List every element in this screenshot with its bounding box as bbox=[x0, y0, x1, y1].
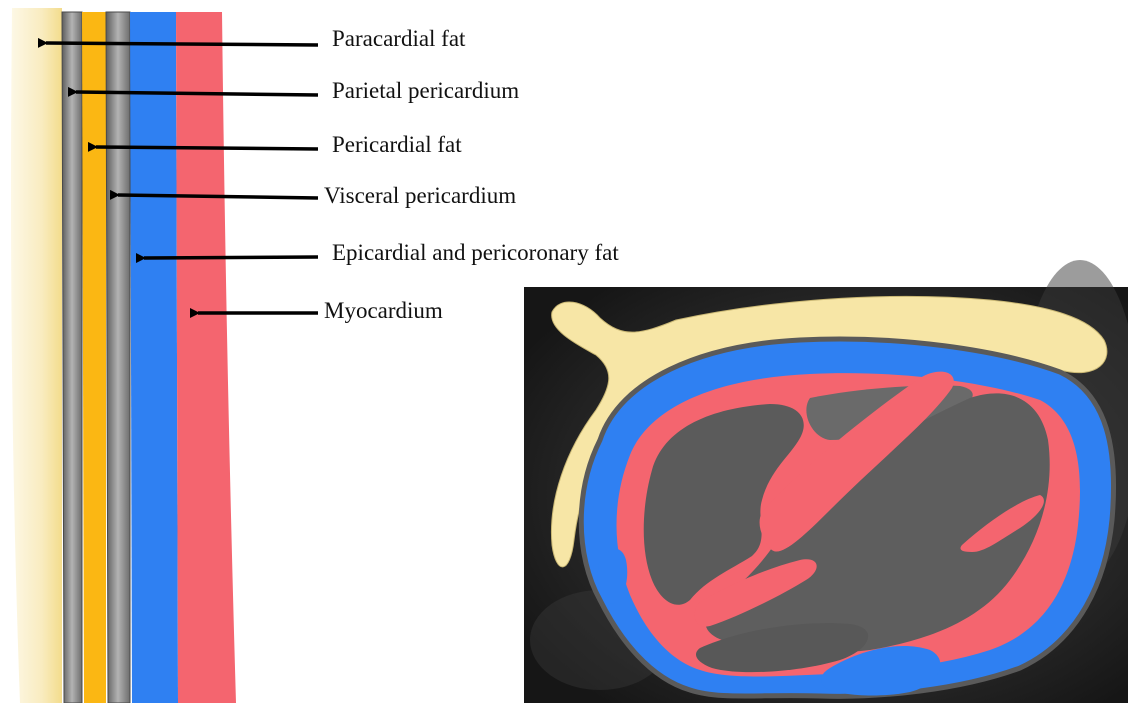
layer-band-visceral-pericardium bbox=[106, 12, 130, 703]
arrow bbox=[46, 43, 318, 45]
layer-band-parietal-pericardium bbox=[62, 12, 82, 703]
layer-label-parietal-pericardium: Parietal pericardium bbox=[332, 78, 519, 103]
label-row-myocardium: Myocardium bbox=[198, 298, 443, 323]
layer-label-myocardium: Myocardium bbox=[324, 298, 443, 323]
layer-band-epicardial-fat bbox=[130, 12, 178, 703]
layer-label-paracardial-fat: Paracardial fat bbox=[332, 26, 466, 51]
layer-band-paracardial-fat bbox=[11, 8, 62, 703]
layer-band-pericardial-fat bbox=[82, 12, 106, 703]
layer-band bbox=[11, 8, 236, 703]
arrow bbox=[144, 257, 318, 258]
layer-label-visceral-pericardium: Visceral pericardium bbox=[324, 183, 516, 208]
arrow bbox=[96, 147, 318, 149]
layer-label-epicardial-fat: Epicardial and pericoronary fat bbox=[332, 240, 619, 265]
layer-band-myocardium bbox=[176, 12, 236, 703]
layer-label-pericardial-fat: Pericardial fat bbox=[332, 132, 462, 157]
ct-image bbox=[524, 260, 1128, 703]
